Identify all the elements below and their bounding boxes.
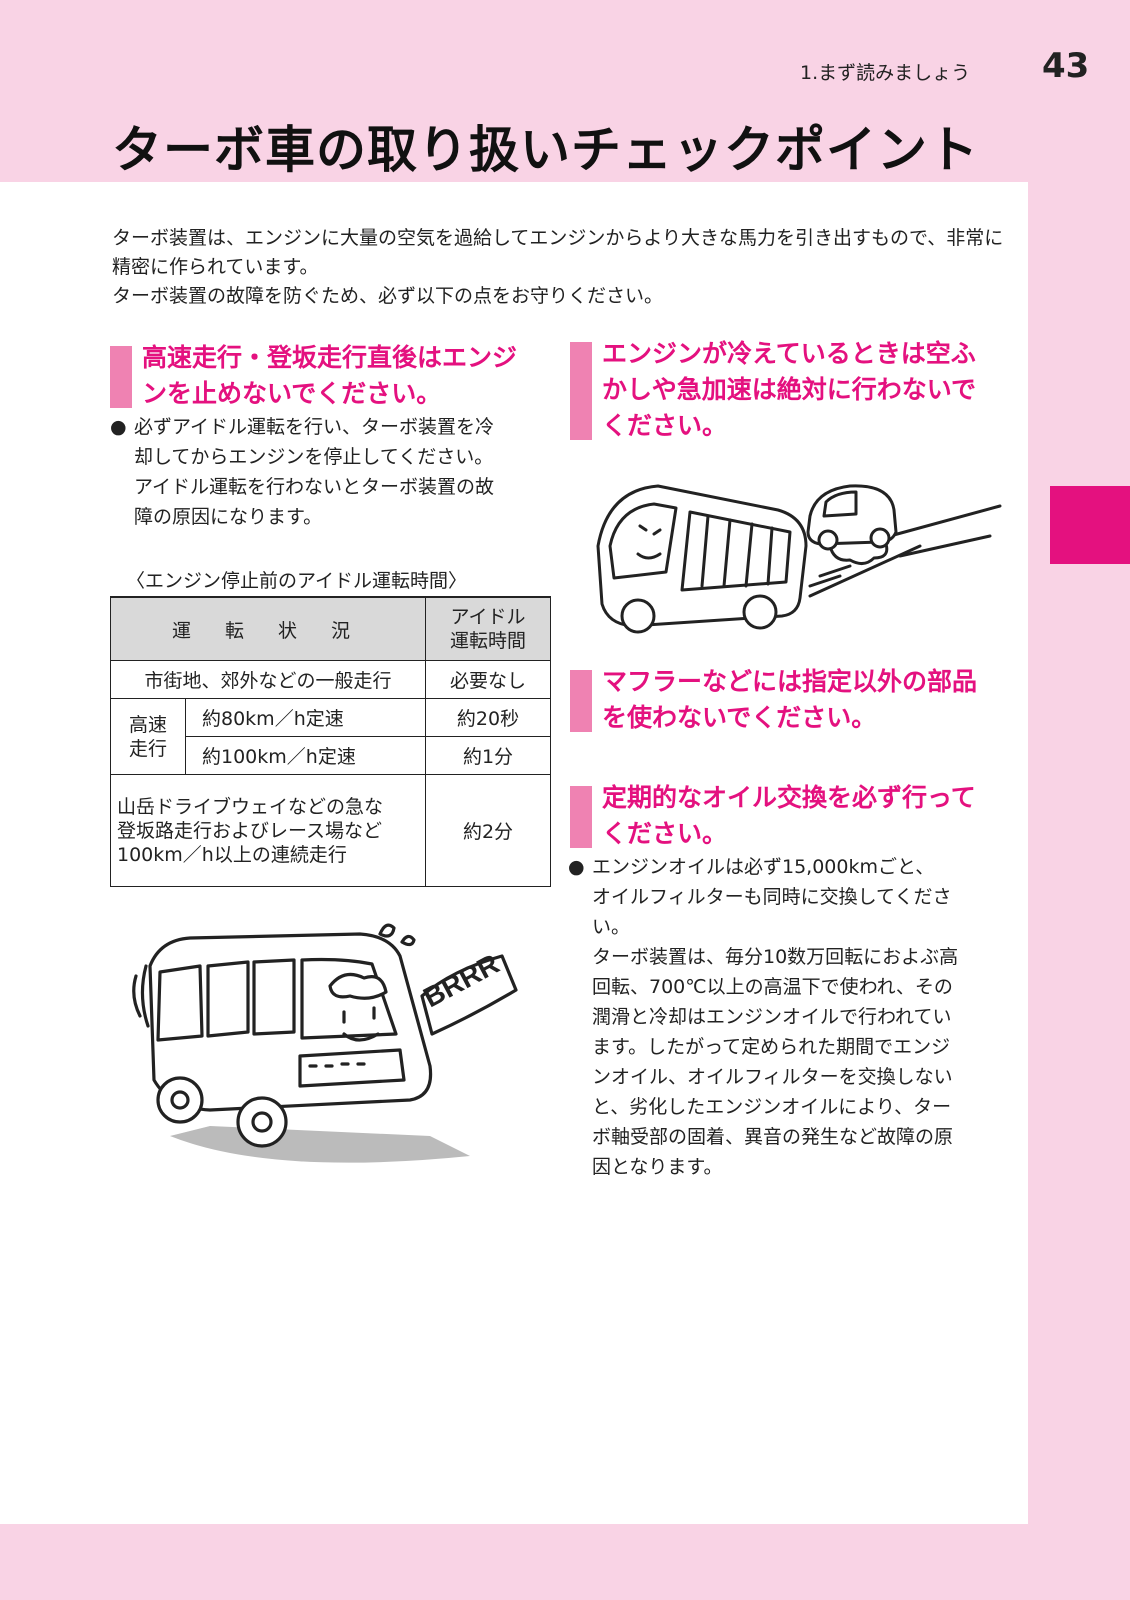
heading-no-engine-stop: 高速走行・登坂走行直後はエンジ ンを止めないでください。 (110, 340, 582, 412)
bullet-line: 潤滑と冷却はエンジンオイルで行われてい (592, 1006, 952, 1028)
van-revving-cartoon-icon: BRRR (132, 923, 518, 1163)
heading-line: ンを止めないでください。 (142, 379, 442, 408)
bullet-line: エンジンオイルは必ず15,000kmごと、 (592, 856, 935, 878)
bullet-line: オイルフィルターも同時に交換してくださ (592, 886, 952, 908)
table-cell: 約100km／h定速 (185, 736, 426, 775)
table-cell: 約2分 (425, 774, 551, 887)
bullet-line: ます。したがって定められた期間でエンジ (592, 1036, 951, 1058)
table-cell: 約80km／h定速 (185, 698, 426, 737)
table-row: 山岳ドライブウェイなどの急な 登坂路走行およびレース場など 100km／h以上の… (110, 774, 551, 887)
table-row: 約100km／h定速 約1分 (111, 736, 551, 775)
header-line: アイドル (450, 606, 526, 628)
chapter-side-tab[interactable] (1050, 486, 1130, 564)
bullet-line: 回転、700℃以上の高温下で使われ、その (592, 976, 953, 998)
heading-line: 定期的なオイル交換を必ず行って (602, 783, 976, 812)
table-row: 市街地、郊外などの一般走行 必要なし (110, 660, 551, 699)
page-title: ターボ車の取り扱いチェックポイント (112, 121, 979, 179)
table-cell: 山岳ドライブウェイなどの急な 登坂路走行およびレース場など 100km／h以上の… (110, 774, 426, 887)
bullet-mark: ● (568, 856, 585, 878)
page-number: 43 (1042, 46, 1090, 86)
header-band (0, 0, 1130, 182)
table-header-condition: 運 転 状 況 (110, 596, 426, 661)
table-header-idle-time: アイドル 運転時間 (425, 596, 551, 661)
bullet-line: い。 (592, 916, 631, 938)
table-cell: 市街地、郊外などの一般走行 (110, 660, 426, 699)
bullet-line: ボ軸受部の固着、異音の発生など故障の原 (592, 1126, 954, 1148)
table-caption: 〈エンジン停止前のアイドル運転時間〉 (126, 570, 468, 592)
heading-oil-change: 定期的なオイル交換を必ず行って ください。 (570, 780, 1042, 852)
table-cell: 約1分 (425, 736, 551, 775)
chapter-label: 1.まず読みましょう (800, 62, 971, 84)
bullet-line: 必ずアイドル運転を行い、ターボ装置を冷 (134, 416, 495, 438)
table-cell: 約20秒 (425, 698, 551, 737)
bullet-idle-cooldown: ● 必ずアイドル運転を行い、ターボ装置を冷 却してからエンジンを停止してください… (110, 412, 574, 532)
heading-line: エンジンが冷えているときは空ふ (602, 339, 976, 368)
bullet-line: 却してからエンジンを停止してください。 (134, 446, 494, 468)
heading-line: かしや急加速は絶対に行わないで (602, 375, 977, 404)
cell-line: 山岳ドライブウェイなどの急な (117, 795, 384, 818)
heading-line: を使わないでください。 (602, 703, 877, 732)
intro-text: ターボ装置は、エンジンに大量の空気を過給してエンジンからより大きな馬力を引き出す… (112, 224, 1017, 311)
table-group-label: 高速 走行 (110, 698, 186, 775)
bullet-line: ターボ装置は、毎分10数万回転におよぶ高 (592, 946, 959, 968)
group-label-line: 走行 (128, 737, 167, 760)
intro-paragraph-2: ターボ装置の故障を防ぐため、必ず以下の点をお守りください。 (112, 285, 664, 307)
heading-muffler-parts: マフラーなどには指定以外の部品 を使わないでください。 (570, 664, 1042, 736)
van-racing-cartoon-icon (596, 484, 1002, 634)
idle-time-table: 運 転 状 況 アイドル 運転時間 市街地、郊外などの一般走行 必要なし 高速 … (110, 596, 551, 887)
heading-no-racing-cold-engine: エンジンが冷えているときは空ふ かしや急加速は絶対に行わないで ください。 (570, 336, 1042, 444)
heading-line: 高速走行・登坂走行直後はエンジ (142, 343, 518, 372)
group-label-line: 高速 (128, 713, 167, 736)
heading-line: ください。 (602, 819, 728, 848)
bullet-line: ンオイル、オイルフィルターを交換しない (592, 1066, 953, 1088)
bullet-line: 因となります。 (592, 1156, 723, 1178)
bullet-line: 障の原因になります。 (134, 506, 323, 528)
bullet-oil-change: ● エンジンオイルは必ず15,000kmごと、 オイルフィルターも同時に交換して… (568, 852, 1032, 1182)
table-cell: 必要なし (425, 660, 551, 699)
cell-line: 100km／h以上の連続走行 (117, 843, 347, 866)
heading-line: ください。 (602, 411, 728, 440)
heading-line: マフラーなどには指定以外の部品 (602, 667, 978, 696)
bullet-line: と、劣化したエンジンオイルにより、ター (592, 1096, 952, 1118)
bullet-line: アイドル運転を行わないとターボ装置の故 (134, 476, 495, 498)
header-line: 運転時間 (449, 630, 526, 652)
table-row: 高速 走行 約80km／h定速 約20秒 (110, 698, 551, 775)
intro-paragraph-1: ターボ装置は、エンジンに大量の空気を過給してエンジンからより大きな馬力を引き出す… (112, 227, 1004, 278)
bullet-mark: ● (110, 416, 127, 438)
cell-line: 登坂路走行およびレース場など (117, 819, 383, 842)
